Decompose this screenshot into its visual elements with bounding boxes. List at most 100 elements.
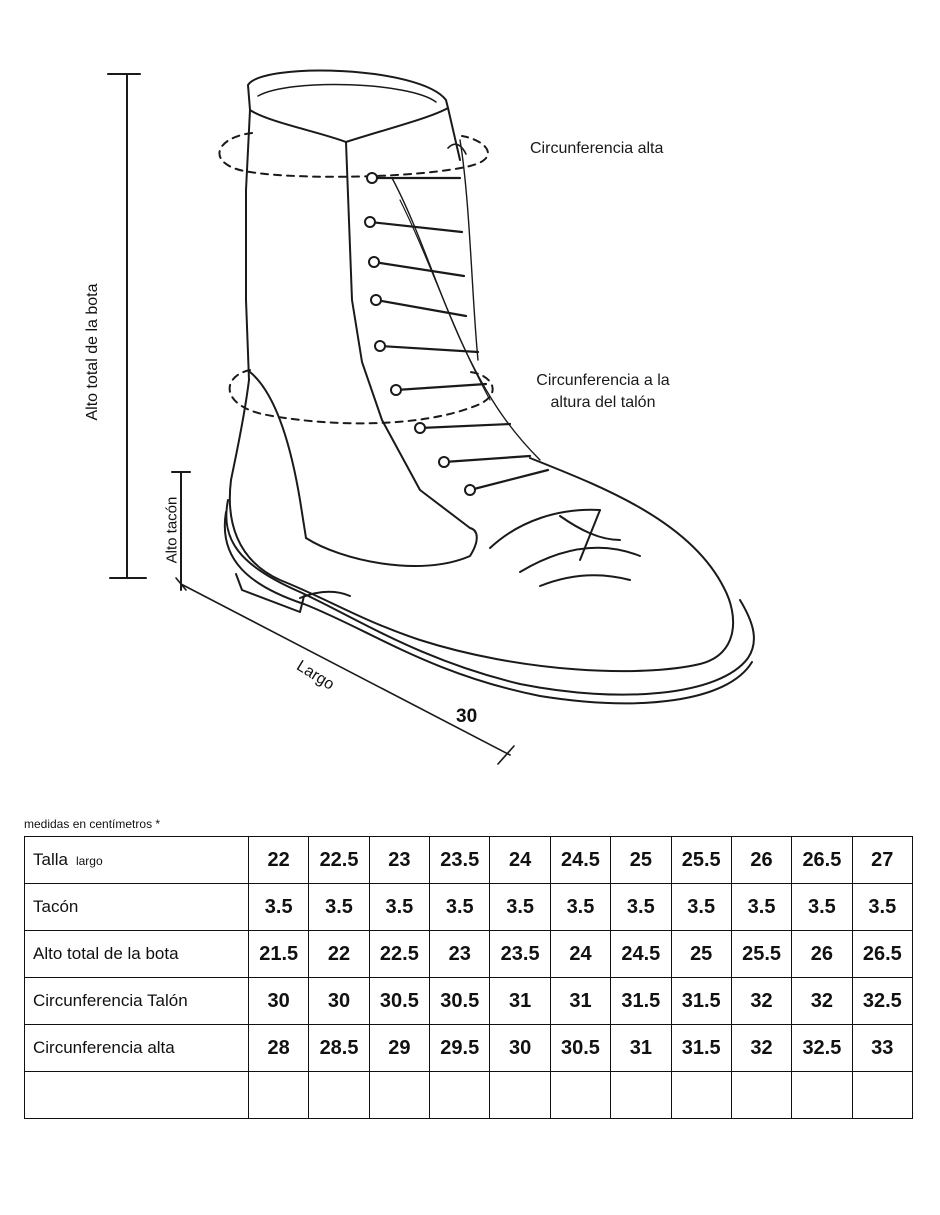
heel-height-dimension: [171, 471, 191, 591]
row-label: Circunferencia alta: [24, 1024, 249, 1072]
circumference-heel-label-line2: altura del talón: [550, 394, 656, 411]
units-note: medidas en centímetros *: [24, 817, 161, 831]
boot-illustration: [107, 69, 755, 765]
table-cell: 24: [489, 836, 551, 884]
circumference-heel-label: Circunferencia a la altura del talón: [528, 370, 678, 414]
table-cell: 30: [247, 977, 310, 1025]
table-cell: 25: [610, 836, 672, 884]
length-value: 30: [456, 706, 478, 727]
row-label: Alto total de la bota: [24, 930, 249, 978]
table-cell: 30.5: [429, 977, 491, 1025]
table-cell: 31.5: [670, 1024, 732, 1072]
table-cell: 25.5: [670, 836, 732, 884]
circumference-heel-label-line1: Circunferencia a la: [536, 372, 670, 389]
table-cell: 3.5: [670, 883, 732, 931]
boot-shaft: [230, 69, 471, 539]
row-label-text: Alto total de la bota: [33, 944, 179, 963]
top-circumference-ellipse: [218, 132, 489, 178]
eyelets: [364, 172, 476, 496]
table-cell: [610, 1071, 672, 1119]
row-label-text: Talla: [33, 850, 68, 869]
table-cell: [851, 1071, 914, 1119]
row-label: [24, 1071, 249, 1119]
table-cell: [670, 1071, 732, 1119]
table-cell: [429, 1071, 491, 1119]
table-cell: [730, 1071, 793, 1119]
table-cell: 31.5: [670, 977, 732, 1025]
row-label-text: Circunferencia alta: [33, 1038, 175, 1057]
table-cell: 32.5: [791, 1024, 853, 1072]
table-cell: 31: [549, 977, 612, 1025]
length-dimension: [175, 577, 515, 765]
table-cell: 27: [851, 836, 914, 884]
table-cell: 30.5: [549, 1024, 612, 1072]
table-cell: 22.5: [368, 930, 431, 978]
table-cell: 29.5: [429, 1024, 491, 1072]
table-cell: 3.5: [489, 883, 551, 931]
table-cell: 3.5: [368, 883, 431, 931]
total-height-label: Alto total de la bota: [84, 283, 101, 421]
table-cell: 30.5: [368, 977, 431, 1025]
table-cell: 28.5: [308, 1024, 370, 1072]
table-cell: 3.5: [851, 883, 914, 931]
table-cell: [368, 1071, 431, 1119]
table-cell: 3.5: [730, 883, 793, 931]
table-cell: [247, 1071, 310, 1119]
table-cell: 22: [247, 836, 310, 884]
boot-laces: [368, 139, 550, 492]
table-cell: 23.5: [429, 836, 491, 884]
table-cell: 30: [308, 977, 370, 1025]
table-cell: 32: [730, 1024, 793, 1072]
heel-height-label: Alto tacón: [163, 496, 181, 564]
table-cell: 31: [489, 977, 551, 1025]
table-cell: 3.5: [549, 883, 612, 931]
table-cell: 3.5: [610, 883, 672, 931]
table-cell: 25.5: [730, 930, 793, 978]
row-label-text: Tacón: [33, 897, 79, 916]
table-cell: 3.5: [247, 883, 310, 931]
table-cell: 28: [247, 1024, 310, 1072]
table-cell: 25: [670, 930, 732, 978]
table-cell: [791, 1071, 853, 1119]
table-cell: 3.5: [308, 883, 370, 931]
table-cell: 24.5: [610, 930, 672, 978]
table-cell: 23.5: [489, 930, 551, 978]
table-cell: 33: [851, 1024, 914, 1072]
table-cell: 26: [791, 930, 853, 978]
table-cell: [489, 1071, 551, 1119]
table-cell: 26: [730, 836, 793, 884]
total-height-dimension: [107, 73, 147, 579]
table-cell: 24.5: [549, 836, 612, 884]
table-row: [24, 1071, 914, 1119]
circumference-top-label: Circunferencia alta: [530, 140, 664, 157]
table-cell: [308, 1071, 370, 1119]
heel-circumference-ellipse: [228, 369, 494, 425]
table-cell: 23: [429, 930, 491, 978]
boot-sole: [223, 499, 755, 705]
table-cell: 32: [791, 977, 853, 1025]
table-cell: 32.5: [851, 977, 914, 1025]
table-cell: 24: [549, 930, 612, 978]
table-cell: [549, 1071, 612, 1119]
boot-foot: [228, 457, 735, 673]
table-cell: 23: [368, 836, 431, 884]
row-label: Talla largo: [24, 836, 249, 884]
table-cell: 3.5: [429, 883, 491, 931]
row-label-text: Circunferencia Talón: [33, 991, 188, 1010]
table-cell: 3.5: [791, 883, 853, 931]
table-cell: 22.5: [308, 836, 370, 884]
table-cell: 26.5: [791, 836, 853, 884]
table-cell: 32: [730, 977, 793, 1025]
table-cell: 31: [610, 1024, 672, 1072]
table-cell: 21.5: [247, 930, 310, 978]
row-sublabel: largo: [75, 854, 103, 868]
row-label: Circunferencia Talón: [24, 977, 249, 1025]
table-cell: 30: [489, 1024, 551, 1072]
